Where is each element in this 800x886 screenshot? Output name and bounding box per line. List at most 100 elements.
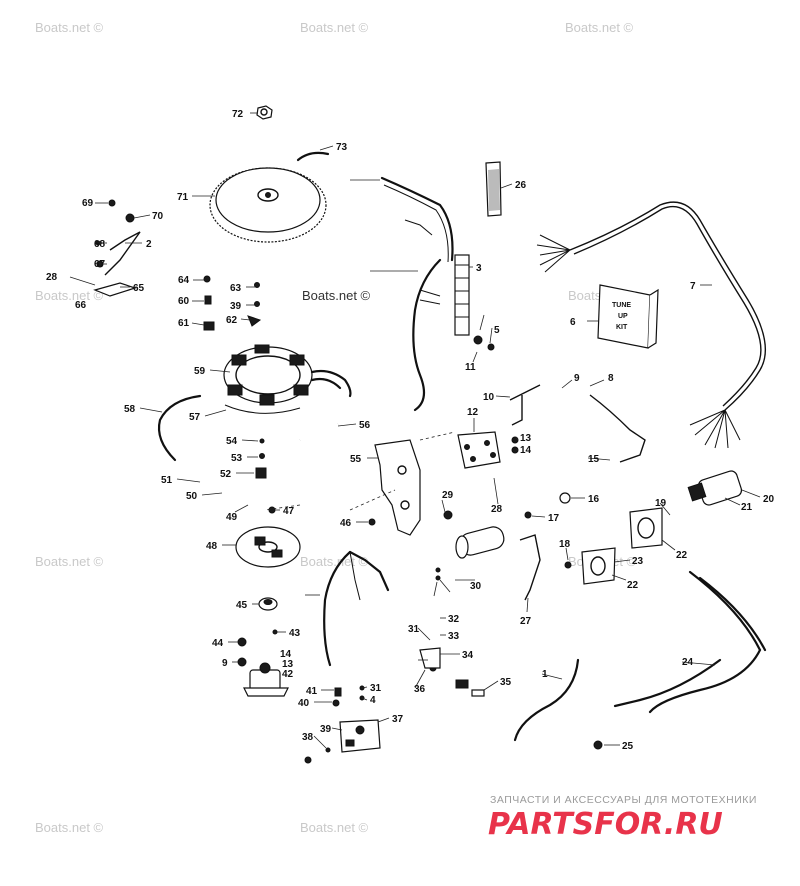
ignition-key-switch bbox=[687, 470, 743, 506]
starter-solenoid bbox=[455, 526, 505, 559]
callout-34: 34 bbox=[462, 650, 474, 661]
watermark: Boats.net © bbox=[35, 820, 104, 835]
callout-44: 44 bbox=[212, 638, 224, 649]
callout-55: 55 bbox=[350, 454, 362, 465]
callout-53: 53 bbox=[231, 453, 243, 464]
callout-51: 51 bbox=[161, 475, 173, 486]
kit-label-line: UP bbox=[618, 313, 628, 320]
callout-26: 26 bbox=[515, 180, 527, 191]
brand-logo: PARTSFOR.RU bbox=[488, 807, 723, 842]
callout-66: 66 bbox=[75, 300, 87, 311]
switch-box bbox=[339, 719, 381, 753]
callout-71: 71 bbox=[177, 192, 189, 203]
callout-73: 73 bbox=[336, 142, 348, 153]
callout-28: 28 bbox=[46, 272, 58, 283]
watermark: Boats.net © bbox=[35, 554, 104, 569]
callout-14: 14 bbox=[280, 649, 292, 660]
callout-50: 50 bbox=[186, 491, 198, 502]
callout-39: 39 bbox=[320, 724, 332, 735]
callout-67: 67 bbox=[94, 259, 106, 270]
callout-59: 59 bbox=[194, 366, 206, 377]
watermark: Boats.net © bbox=[300, 20, 369, 35]
stator bbox=[223, 344, 352, 406]
ground-cable bbox=[513, 658, 580, 742]
callout-27: 27 bbox=[520, 616, 532, 627]
callout-61: 61 bbox=[178, 318, 190, 329]
key bbox=[296, 151, 330, 162]
reference-lines bbox=[264, 431, 456, 511]
leader-lines bbox=[69, 112, 761, 749]
callout-32: 32 bbox=[448, 614, 460, 625]
callout-52: 52 bbox=[220, 469, 232, 480]
callout-56: 56 bbox=[359, 420, 371, 431]
callout-42: 42 bbox=[282, 669, 294, 680]
watermark: Boats.net © bbox=[35, 20, 104, 35]
callout-10: 10 bbox=[483, 392, 495, 403]
callout-6: 6 bbox=[570, 317, 576, 328]
callouts: 72 73 71 69 70 2 68 67 28 66 65 64 63 60… bbox=[46, 109, 775, 752]
callout-62: 62 bbox=[226, 315, 238, 326]
callout-9: 9 bbox=[574, 373, 580, 384]
callout-54: 54 bbox=[226, 436, 238, 447]
callout-68: 68 bbox=[94, 239, 106, 250]
watermark: Boats.net © bbox=[565, 20, 634, 35]
trigger-cam bbox=[258, 597, 278, 611]
mount-bracket bbox=[519, 534, 541, 601]
callout-45: 45 bbox=[236, 600, 248, 611]
callout-22: 22 bbox=[676, 550, 688, 561]
link-rod bbox=[589, 394, 646, 463]
callout-15: 15 bbox=[588, 454, 600, 465]
callout-31: 31 bbox=[408, 624, 420, 635]
wiring-harness-right bbox=[536, 201, 767, 449]
callout-70: 70 bbox=[152, 211, 164, 222]
callout-49: 49 bbox=[226, 512, 238, 523]
battery-cable bbox=[613, 570, 767, 714]
callout-11: 11 bbox=[465, 362, 476, 373]
coil-bracket bbox=[374, 439, 421, 536]
ignition-coil bbox=[457, 431, 501, 469]
callout-3: 3 bbox=[476, 263, 482, 274]
lower-harness bbox=[323, 550, 390, 667]
callout-25: 25 bbox=[622, 741, 634, 752]
callout-72: 72 bbox=[232, 109, 244, 120]
timer-base bbox=[235, 526, 301, 568]
callout-14: 14 bbox=[520, 445, 532, 456]
callout-13: 13 bbox=[282, 659, 294, 670]
callout-46: 46 bbox=[340, 518, 352, 529]
callout-28: 28 bbox=[491, 504, 503, 515]
callout-39: 39 bbox=[230, 301, 242, 312]
gasket bbox=[581, 547, 616, 585]
callout-22: 22 bbox=[627, 580, 639, 591]
callout-13: 13 bbox=[520, 433, 532, 444]
flywheel bbox=[209, 167, 327, 243]
callout-2: 2 bbox=[146, 239, 152, 250]
watermark: Boats.net © bbox=[300, 820, 369, 835]
callout-31: 31 bbox=[370, 683, 382, 694]
callout-47: 47 bbox=[283, 506, 295, 517]
callout-7: 7 bbox=[690, 281, 696, 292]
decal bbox=[485, 161, 502, 217]
rectifier bbox=[243, 662, 289, 697]
terminal-block bbox=[454, 254, 470, 336]
callout-17: 17 bbox=[548, 513, 560, 524]
callout-33: 33 bbox=[448, 631, 460, 642]
callout-37: 37 bbox=[392, 714, 404, 725]
lead bbox=[224, 404, 301, 414]
callout-48: 48 bbox=[206, 541, 218, 552]
callout-40: 40 bbox=[298, 698, 310, 709]
callout-69: 69 bbox=[82, 198, 94, 209]
ground-lead bbox=[157, 394, 202, 462]
watermark-center: Boats.net © bbox=[302, 288, 371, 303]
callout-35: 35 bbox=[500, 677, 512, 688]
callout-63: 63 bbox=[230, 283, 242, 294]
bracket bbox=[509, 384, 541, 426]
callout-16: 16 bbox=[588, 494, 600, 505]
callout-20: 20 bbox=[763, 494, 775, 505]
callout-64: 64 bbox=[178, 275, 190, 286]
callout-5: 5 bbox=[494, 325, 500, 336]
callout-1: 1 bbox=[542, 669, 548, 680]
flywheel-nut bbox=[256, 105, 273, 120]
callout-30: 30 bbox=[470, 581, 482, 592]
linkage bbox=[93, 199, 141, 297]
